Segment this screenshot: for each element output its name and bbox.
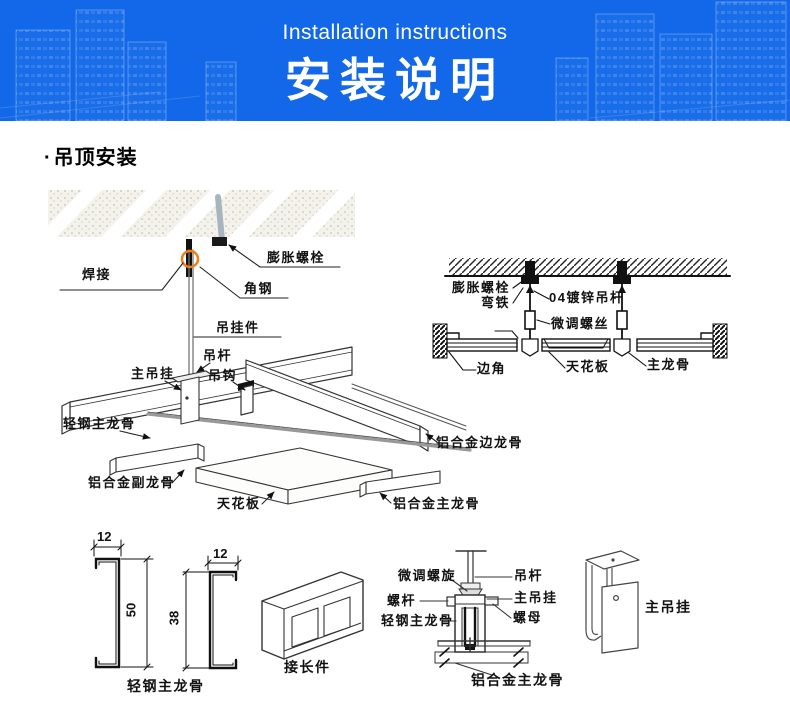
label-light-steel-main-keel: 轻钢主龙骨 xyxy=(63,416,136,431)
banner-buildings-decoration xyxy=(0,1,790,121)
dimension-lines xyxy=(90,539,242,672)
wall-right xyxy=(712,323,728,359)
extension-piece-diagram xyxy=(261,571,364,660)
bent-iron-left xyxy=(521,277,539,284)
c-profile-large xyxy=(94,557,121,669)
profile-dimension-diagram xyxy=(90,539,242,672)
alu-sub-keel-channel xyxy=(109,443,205,476)
main-diagram-pointer-lines xyxy=(59,244,438,505)
adjust-screw-left xyxy=(524,310,536,330)
label-dv-screw-rod: 螺杆 xyxy=(387,593,417,608)
dim-width-a: 12 xyxy=(97,529,112,544)
label-hanger-rod: 吊杆 xyxy=(203,348,233,363)
label-sv-edge-angle: 边角 xyxy=(477,361,507,376)
label-dv-main-hanger: 主吊挂 xyxy=(514,590,558,605)
detail-nut xyxy=(484,596,499,606)
edge-angle-left xyxy=(446,332,460,341)
label-dv-adjust-spiral: 微调螺旋 xyxy=(398,568,457,583)
label-alu-main-keel: 铝合金主龙骨 xyxy=(393,496,481,511)
label-hook: 吊钩 xyxy=(208,368,238,383)
main-assembly-diagram xyxy=(48,190,472,505)
wall-left xyxy=(432,323,448,359)
label-hanger-part: 主吊挂 xyxy=(645,599,692,615)
extension-hole-2 xyxy=(323,596,351,637)
label-sv-main-keel: 主龙骨 xyxy=(647,357,691,372)
label-expansion-bolt: 膨胀螺栓 xyxy=(267,250,326,265)
bent-iron-right xyxy=(613,277,631,284)
label-hanging-piece: 吊挂件 xyxy=(216,320,260,335)
alu-main-keel-channel xyxy=(359,470,441,498)
label-dv-hanger-rod: 吊杆 xyxy=(514,568,544,583)
dim-height-a: 50 xyxy=(123,602,139,618)
expansion-bolt-left xyxy=(525,261,535,276)
section-heading: ·吊顶安装 xyxy=(44,141,138,170)
label-alu-sub-keel: 铝合金副龙骨 xyxy=(88,475,176,490)
label-angle-steel: 角钢 xyxy=(244,281,274,296)
expansion-bolt-right xyxy=(617,261,627,276)
expansion-bolt-shape xyxy=(215,194,225,243)
heading-bullet: · xyxy=(44,147,52,169)
label-sv-galvanized-rod: 04镀锌吊杆 xyxy=(549,290,625,305)
main-keel-connectors xyxy=(521,338,631,357)
banner-title: 安装说明 xyxy=(285,54,505,106)
extension-hole-1 xyxy=(291,607,319,648)
label-dv-light-steel-main-keel: 轻钢主龙骨 xyxy=(381,613,454,628)
label-sv-bent-iron: 弯铁 xyxy=(481,295,511,310)
label-extension-piece: 接长件 xyxy=(284,659,331,675)
section-view-pointer-lines xyxy=(448,279,647,371)
heading-text: 吊顶安装 xyxy=(53,147,138,169)
slab-hatch-band xyxy=(449,258,727,275)
ceiling-panel-strips xyxy=(446,338,714,352)
main-hanger-bracket xyxy=(171,370,213,383)
hook-shape xyxy=(240,384,254,416)
label-sv-expansion-bolt: 膨胀螺栓 xyxy=(452,280,511,295)
dim-width-b: 12 xyxy=(213,546,228,561)
label-dv-alu-main-keel: 铝合金主龙骨 xyxy=(471,672,564,688)
label-sv-adjust-screw: 微调螺丝 xyxy=(551,316,610,331)
section-view-diagram xyxy=(432,258,731,371)
dim-height-b: 38 xyxy=(166,610,182,626)
adjust-screw-right xyxy=(616,310,628,330)
label-alu-edge-keel: 铝合金边龙骨 xyxy=(436,435,524,450)
hanger-hook-arm xyxy=(585,562,602,641)
label-sv-ceiling-panel: 天花板 xyxy=(566,359,610,374)
detail-connection-diagram xyxy=(419,550,531,676)
detail-pointer-lines xyxy=(419,576,513,676)
c-profile-small xyxy=(208,570,238,670)
hanger-part-diagram xyxy=(585,550,640,654)
label-dv-nut: 螺母 xyxy=(513,610,543,625)
label-weld: 焊接 xyxy=(82,267,112,282)
detail-alu-keel-lines xyxy=(434,640,531,664)
ceiling-panel-slab xyxy=(195,447,393,505)
banner: Installation instructions 安装说明 xyxy=(0,0,790,121)
thin-keel-rod xyxy=(146,412,472,452)
hanger-main-plate xyxy=(601,581,639,654)
label-ceiling-panel: 天花板 xyxy=(217,496,261,511)
edge-angle-right xyxy=(700,332,714,341)
label-profiles: 轻钢主龙骨 xyxy=(127,678,205,694)
label-main-hanger: 主吊挂 xyxy=(131,366,175,381)
banner-subtitle: Installation instructions xyxy=(282,21,508,44)
weld-marker-circle xyxy=(180,249,200,269)
